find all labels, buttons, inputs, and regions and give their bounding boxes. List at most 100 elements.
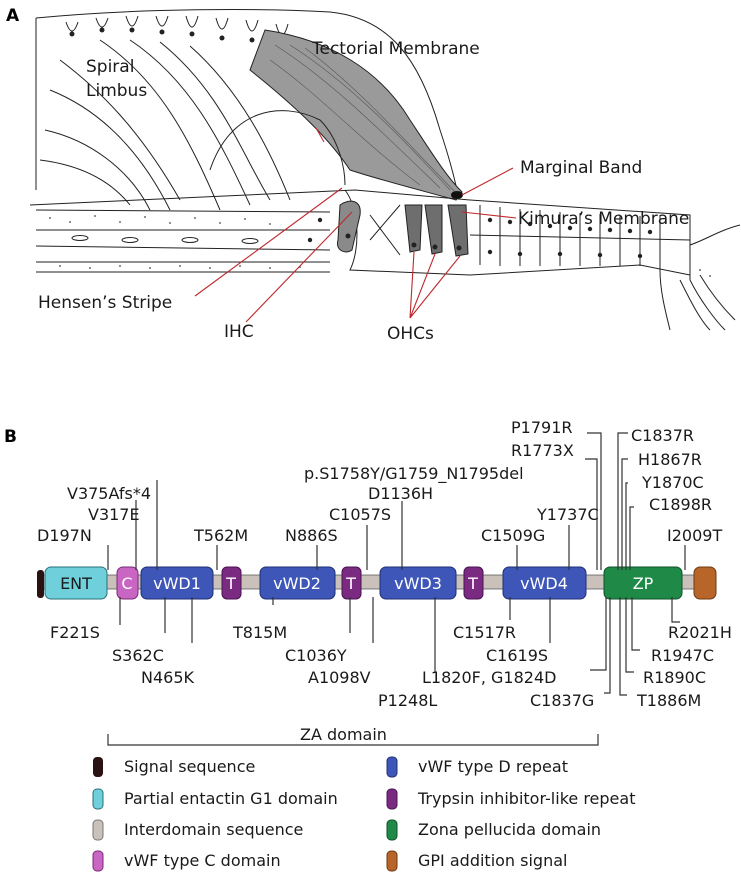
label-ihc: IHC [224, 322, 254, 342]
label-marginal-band: Marginal Band [520, 158, 642, 178]
domain-vwd3-label: vWD3 [394, 574, 442, 593]
leader-ihc [245, 211, 353, 323]
mutation-label: L1820F, G1824D [422, 668, 556, 687]
domain-c-label: C [121, 574, 132, 593]
mutation-label: C1619S [486, 646, 548, 665]
mutation-label: R1947C [651, 646, 714, 665]
leader-hensen [194, 187, 343, 297]
za-domain-bracket [107, 734, 599, 746]
domain-vwd1-label: vWD1 [153, 574, 201, 593]
mutation-label: T815M [232, 623, 287, 642]
leader-marginal [461, 167, 514, 196]
domain-vwd3 [379, 566, 457, 600]
mutation-label: F221S [50, 623, 100, 642]
mutation-label: C1036Y [285, 646, 347, 665]
domain-gpi [693, 566, 717, 600]
domain-t2 [341, 566, 362, 600]
domain-vwd1 [140, 566, 214, 600]
domain-t1-label: T [225, 574, 236, 593]
limbus-fibers [39, 39, 291, 211]
mutation-label: D1136H [368, 484, 433, 503]
mutation-label: C1509G [481, 526, 545, 545]
mutation-label: A1098V [308, 668, 371, 687]
inner-hair-cell [336, 200, 361, 253]
mutation-label: C1517R [453, 623, 516, 642]
legend-vwd: vWF type D repeat [418, 757, 568, 776]
legend-zp: Zona pellucida domain [418, 820, 601, 839]
domain-vwd2 [259, 566, 336, 600]
mutation-label: R1773X [511, 441, 574, 460]
za-domain-label: ZA domain [300, 725, 387, 744]
label-limbus: Limbus [86, 81, 147, 101]
mutation-lines [107, 432, 686, 696]
domain-ent [44, 566, 108, 600]
domain-zp-label: ZP [633, 574, 654, 593]
mutation-label: H1867R [638, 450, 702, 469]
mutation-label: N465K [141, 668, 195, 687]
legend-vwc: vWF type C domain [124, 851, 281, 870]
legend-swatch-gpi [386, 850, 398, 872]
leader-ohcs [409, 251, 461, 319]
legend-swatch-interdomain [92, 819, 104, 841]
legend: Signal sequence Partial entactin G1 doma… [92, 756, 635, 872]
mutation-label: V375Afs*4 [67, 484, 151, 503]
panel-a-annotations: Spiral Limbus Tectorial Membrane Margina… [38, 39, 689, 344]
cochlea-drawing [29, 9, 741, 331]
domain-t1 [221, 566, 242, 600]
mutation-label: T1886M [636, 691, 701, 710]
legend-interdomain: Interdomain sequence [124, 820, 303, 839]
legend-swatch-vwd [386, 756, 398, 778]
mutation-label: R1890C [643, 668, 706, 687]
label-ohcs: OHCs [387, 324, 434, 344]
domain-t3-label: T [467, 574, 478, 593]
legend-swatch-trypsin [386, 788, 398, 810]
mutation-label: Y1870C [641, 473, 704, 492]
marginal-band [451, 191, 463, 199]
leader-tectorial [315, 127, 325, 143]
mutation-label: C1898R [649, 495, 712, 514]
limbus-cells [65, 15, 289, 49]
domain-ent-label: ENT [60, 574, 92, 593]
domain-vwd4 [502, 566, 587, 600]
label-tectorial-membrane: Tectorial Membrane [311, 39, 480, 59]
legend-swatch-signal [93, 757, 103, 777]
mutation-labels-below: F221SS362CN465KT815MC1036YA1098VP1248LC1… [50, 623, 732, 710]
domain-zp [603, 566, 683, 600]
domain-vwd2-label: vWD2 [273, 574, 321, 593]
mutation-label: P1791R [511, 418, 572, 437]
legend-gpi: GPI addition signal [418, 851, 567, 870]
protein-map: ENT C vWD1 T vWD2 T vWD3 T vWD4 ZP [37, 418, 732, 747]
legend-signal: Signal sequence [124, 757, 255, 776]
legend-trypsin: Trypsin inhibitor-like repeat [417, 789, 635, 808]
domain-c [116, 566, 139, 600]
domain-t3 [463, 566, 484, 600]
mutation-label: N886S [285, 526, 338, 545]
mutation-label: Y1737C [536, 505, 599, 524]
label-kimuras-membrane: Kimura’s Membrane [518, 209, 689, 229]
mutation-label: C1057S [329, 505, 391, 524]
panel-b-label: B [4, 427, 17, 447]
mutation-label: T562M [193, 526, 248, 545]
legend-swatch-vwc [92, 850, 104, 872]
mutation-label: p.S1758Y/G1759_N1795del [304, 464, 524, 484]
mutation-label: P1248L [378, 691, 437, 710]
mutation-label: C1837G [530, 691, 594, 710]
outer-hair-cells [404, 204, 469, 257]
domain-vwd4-label: vWD4 [520, 574, 568, 593]
mutation-label: I2009T [667, 526, 722, 545]
mutation-label: V317E [88, 505, 140, 524]
domain-t2-label: T [345, 574, 356, 593]
legend-swatch-zp [386, 819, 398, 841]
legend-entactin: Partial entactin G1 domain [124, 789, 338, 808]
panel-a-label: A [6, 6, 20, 26]
mutation-label: R2021H [668, 623, 732, 642]
label-hensens-stripe: Hensen’s Stripe [38, 293, 172, 313]
leader-kimura [461, 211, 517, 219]
domain-signal-sequence [37, 570, 44, 598]
legend-swatch-entactin [92, 788, 104, 810]
mutation-label: C1837R [631, 426, 694, 445]
mutation-label: D197N [37, 526, 92, 545]
label-spiral: Spiral [86, 57, 134, 77]
